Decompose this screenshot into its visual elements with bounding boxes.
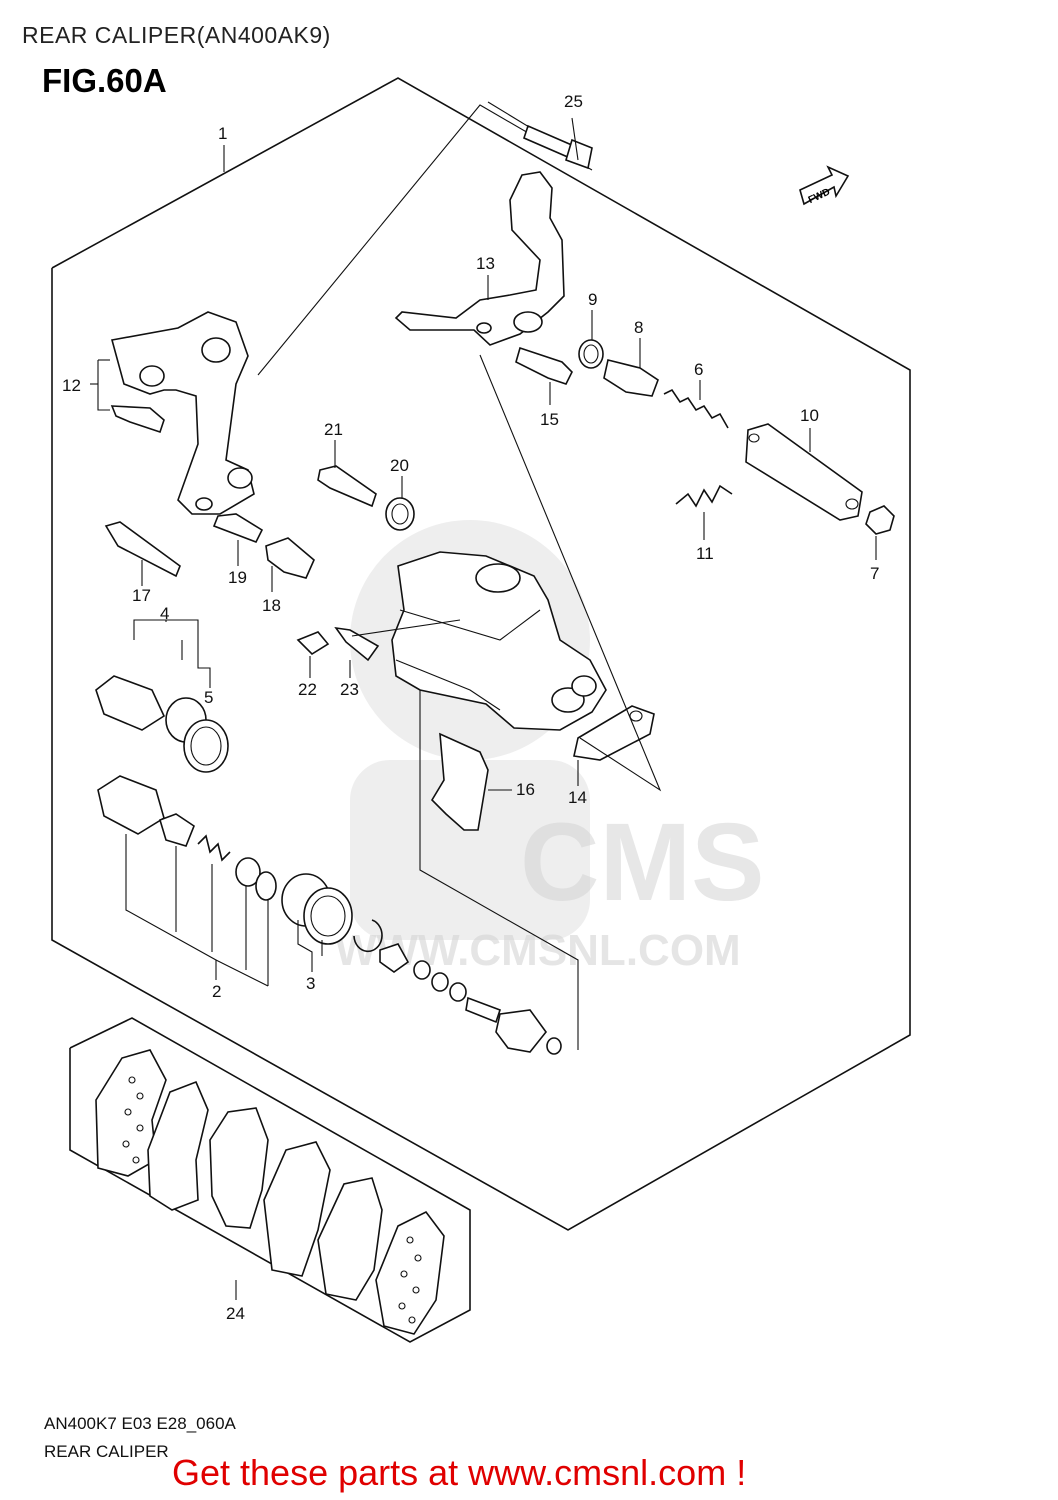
adjuster-2	[159, 813, 195, 847]
callout-11: 11	[696, 544, 714, 563]
adjuster-8	[603, 359, 659, 397]
spring-2	[197, 834, 231, 862]
callout-1: 1	[218, 124, 228, 143]
callout-16: 16	[516, 780, 535, 799]
callout-20: 20	[390, 456, 409, 475]
washer-9	[578, 339, 604, 369]
pin-19	[212, 513, 264, 544]
callout-22: 22	[298, 680, 317, 699]
spring-6	[663, 388, 729, 429]
callout-8: 8	[634, 318, 644, 337]
callout-17: 17	[132, 586, 151, 605]
nut-7	[865, 505, 895, 535]
callout-6: 6	[694, 360, 704, 379]
caliper-body	[391, 551, 607, 731]
callout-18: 18	[262, 596, 281, 615]
callout-7: 7	[870, 564, 880, 583]
page-title: REAR CALIPER(AN400AK9)	[22, 22, 331, 48]
cap-23	[334, 626, 380, 662]
watermark-url-text: WWW.CMSNL.COM	[335, 926, 741, 975]
callout-23: 23	[340, 680, 359, 699]
watermark-text: CMS	[520, 801, 764, 924]
bolt-15	[515, 346, 573, 385]
figure-label: FIG.60A	[42, 62, 167, 99]
callout-15: 15	[540, 410, 559, 429]
diagram-code: AN400K7 E03 E28_060A	[44, 1414, 236, 1433]
callout-25: 25	[564, 92, 583, 111]
boot-20	[385, 497, 415, 531]
callout-19: 19	[228, 568, 247, 587]
callout-13: 13	[476, 254, 495, 273]
piston-2	[97, 775, 165, 835]
callout-5: 5	[204, 688, 214, 707]
watermark-logo: CMS WWW.CMSNL.COM	[335, 520, 764, 975]
callout-21: 21	[324, 420, 343, 439]
rod-10	[745, 423, 863, 521]
pad-group-outline	[69, 1017, 471, 1343]
fwd-arrow-icon: FWD	[799, 165, 850, 206]
callout-10: 10	[800, 406, 819, 425]
bolt-25	[523, 124, 593, 170]
pad-spring-16	[430, 732, 489, 831]
bracket-12	[110, 311, 255, 515]
assembly-outline	[51, 77, 911, 1231]
callout-9: 9	[588, 290, 598, 309]
callout-14: 14	[568, 788, 587, 807]
spring-11	[675, 484, 733, 508]
callout-2: 2	[212, 982, 222, 1001]
leader-lines	[90, 117, 877, 1300]
boot-18	[265, 537, 315, 579]
callout-24: 24	[226, 1304, 245, 1323]
promo-link[interactable]: Get these parts at www.cmsnl.com !	[172, 1452, 747, 1493]
brake-pads-24	[95, 1049, 445, 1335]
callout-3: 3	[306, 974, 316, 993]
callout-12: 12	[62, 376, 81, 395]
bleeder-22	[296, 631, 330, 656]
diagram-name: REAR CALIPER	[44, 1442, 169, 1461]
pin-17	[104, 521, 181, 578]
piston-4	[95, 675, 166, 731]
lever-13	[394, 171, 565, 346]
pin-21	[317, 465, 377, 508]
callout-4: 4	[160, 604, 170, 623]
